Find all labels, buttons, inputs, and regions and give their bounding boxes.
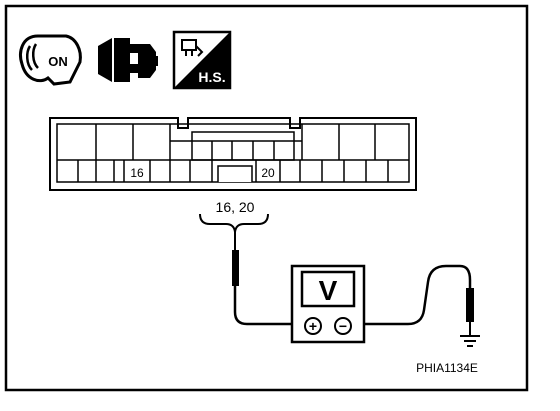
voltmeter-display bbox=[300, 270, 356, 308]
connector-face: 16 20 bbox=[49, 117, 417, 191]
pin-brace bbox=[199, 213, 269, 233]
probe-lead: 16, 20 bbox=[199, 199, 292, 326]
harness-side-label: H.S. bbox=[198, 69, 225, 85]
connector-disconnected-icon bbox=[98, 38, 158, 82]
connector-upper-row bbox=[95, 124, 376, 161]
outer-border bbox=[4, 4, 529, 392]
ground-lead bbox=[364, 264, 480, 347]
figure-code: PHIA1134E bbox=[416, 361, 478, 375]
negative-lead-wire bbox=[364, 264, 472, 326]
probe-pin-label: 16, 20 bbox=[216, 199, 255, 215]
positive-probe bbox=[232, 250, 239, 286]
minus-terminal-label: − bbox=[339, 318, 347, 334]
plus-terminal-label: + bbox=[309, 318, 317, 334]
ignition-key-icon: ON bbox=[19, 34, 82, 86]
positive-lead-wire bbox=[233, 286, 292, 326]
pin-label-16: 16 bbox=[130, 166, 144, 180]
ground-icon bbox=[460, 335, 480, 347]
minus-terminal bbox=[334, 317, 352, 335]
voltmeter-label: V bbox=[319, 275, 338, 306]
voltmeter: V + − bbox=[290, 264, 366, 344]
ignition-on-label: ON bbox=[48, 54, 68, 69]
harness-side-icon: H.S. bbox=[172, 30, 232, 90]
plus-terminal bbox=[304, 317, 322, 335]
negative-probe bbox=[466, 288, 474, 322]
pin-label-20: 20 bbox=[261, 166, 275, 180]
connector-lower-row bbox=[77, 160, 389, 182]
